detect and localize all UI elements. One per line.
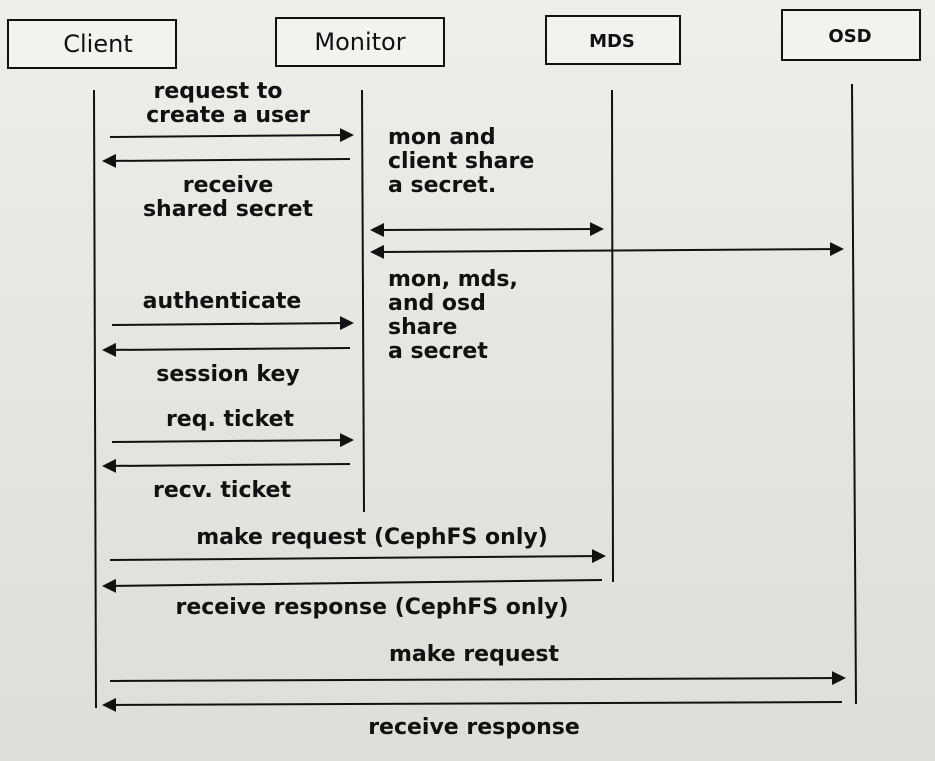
arrow-request-create-user	[109, 128, 354, 143]
note-mon-mds-osd-line2: and osd	[388, 291, 486, 316]
lifeline-monitor	[361, 89, 365, 513]
actor-osd-label: OSD	[828, 26, 871, 47]
actor-osd-box	[781, 9, 921, 61]
note-mon-mds-osd-line3: share	[388, 315, 457, 340]
msg-req-ticket: req. ticket	[166, 407, 295, 432]
arrow-make-request	[109, 671, 846, 686]
msg-receive-response: receive response	[368, 715, 580, 740]
actor-client-label: Client	[63, 30, 132, 58]
note-mon-client-line3: a secret.	[388, 173, 496, 198]
msg-session-key: session key	[156, 362, 299, 387]
actor-monitor: Monitor	[275, 17, 445, 67]
msg-make-request: make request	[389, 642, 560, 667]
lifeline-mds	[611, 89, 614, 583]
msg-receive-response-cephfs: receive response (CephFS only)	[175, 595, 568, 620]
msg-authenticate: authenticate	[143, 289, 302, 314]
arrow-receive-response	[102, 697, 843, 712]
arrow-recv-ticket	[102, 458, 351, 473]
msg-receive-shared-secret-line2: shared secret	[143, 197, 314, 222]
actor-mds-box	[545, 15, 681, 65]
msg-make-request-cephfs: make request (CephFS only)	[196, 525, 548, 550]
arrow-receive-response-cephfs	[102, 578, 603, 593]
note-mon-client-line2: client share	[388, 149, 534, 174]
lifeline-osd	[851, 83, 857, 705]
arrow-receive-shared-secret	[102, 153, 351, 168]
actor-mds: MDS	[545, 15, 681, 65]
note-mon-mds-osd-line4: a secret	[388, 339, 488, 364]
actor-monitor-box	[275, 17, 445, 67]
actor-monitor-label: Monitor	[314, 28, 405, 56]
lifeline-client	[93, 89, 97, 709]
note-mon-mds-osd-line1: mon, mds,	[388, 267, 518, 292]
arrow-authenticate	[111, 316, 354, 331]
actor-client: Client	[7, 19, 177, 69]
actor-mds-label: MDS	[589, 31, 635, 52]
msg-recv-ticket: recv. ticket	[153, 478, 291, 503]
msg-request-create-user-line2: create a user	[146, 103, 310, 128]
msg-receive-shared-secret-line1: receive	[183, 173, 274, 198]
arrow-mon-osd-share	[370, 242, 844, 259]
arrow-mon-mds-share	[370, 222, 604, 237]
arrow-session-key	[102, 342, 351, 357]
msg-request-create-user-line1: request to	[153, 79, 282, 104]
arrow-make-request-cephfs	[109, 549, 606, 564]
actor-client-box	[7, 19, 177, 69]
note-mon-client-line1: mon and	[388, 125, 496, 150]
actor-osd: OSD	[781, 9, 921, 61]
arrow-req-ticket	[111, 433, 354, 448]
